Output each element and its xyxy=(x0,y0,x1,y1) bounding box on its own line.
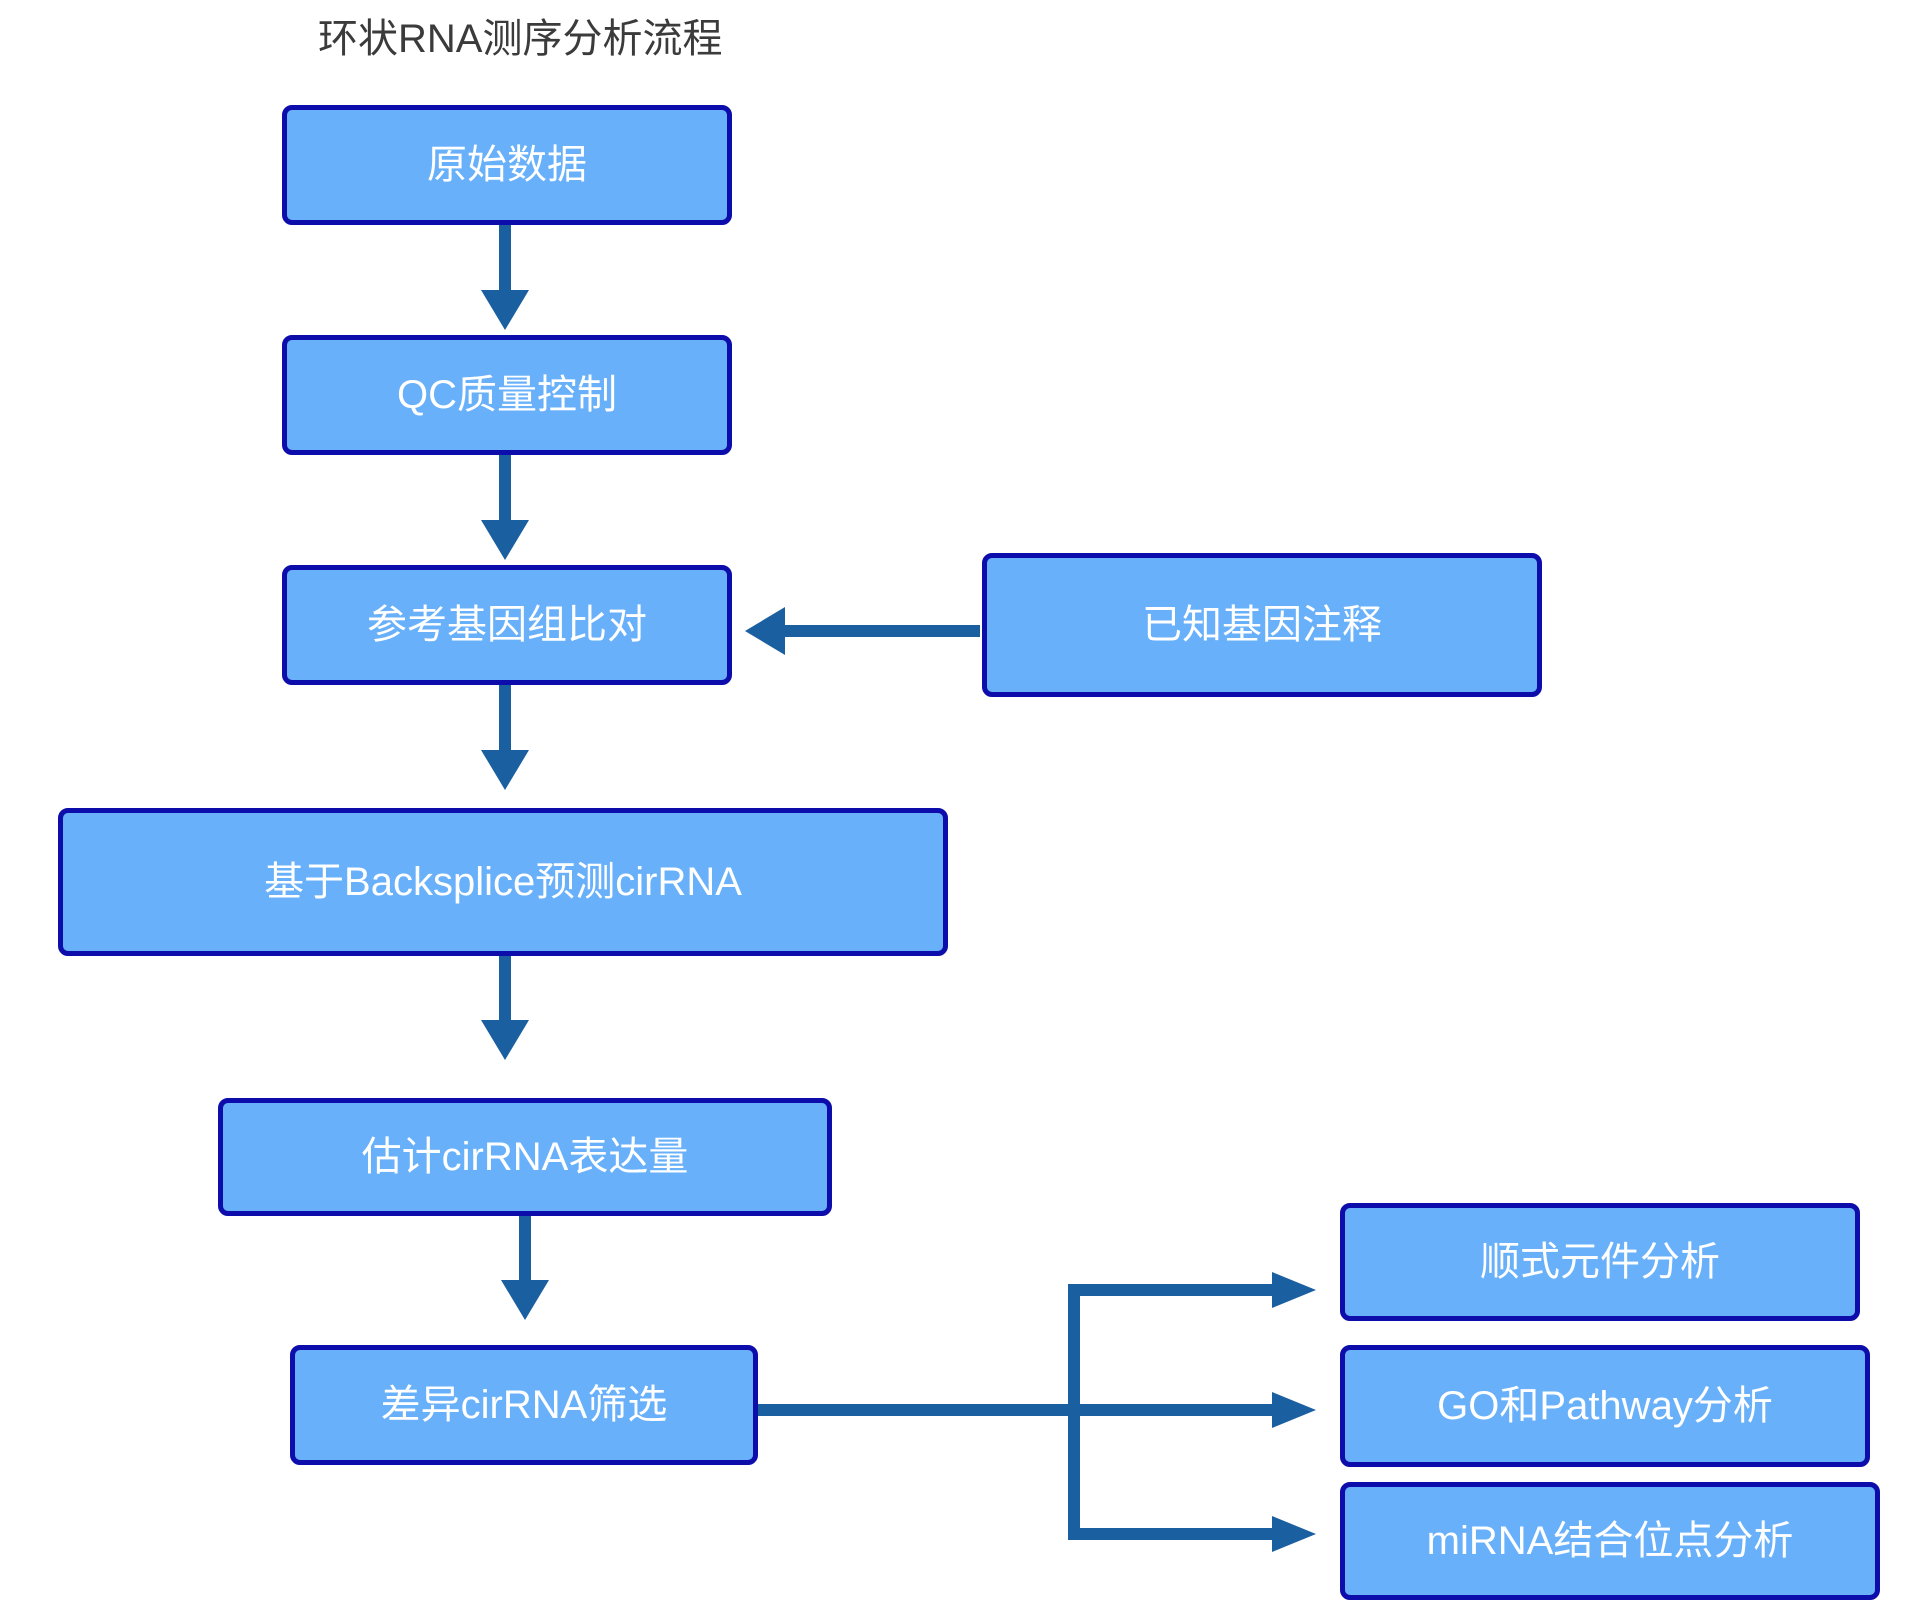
edge-branch-to-mirna-site xyxy=(1068,1516,1316,1552)
edge-branch-to-go-pathway xyxy=(1068,1392,1316,1428)
node-label: 基于Backsplice预测cirRNA xyxy=(264,860,742,904)
node-qc[interactable]: QC质量控制 xyxy=(282,335,732,455)
node-backsplice[interactable]: 基于Backsplice预测cirRNA xyxy=(58,808,948,956)
chart-title: 环状RNA测序分析流程 xyxy=(318,17,723,61)
edge-backsplice-to-expression xyxy=(481,955,529,1060)
node-raw-data[interactable]: 原始数据 xyxy=(282,105,732,225)
edge-known-gene-anno-to-genome-align xyxy=(745,607,980,655)
node-label: 差异cirRNA筛选 xyxy=(380,1383,668,1427)
node-go-pathway[interactable]: GO和Pathway分析 xyxy=(1340,1345,1870,1467)
node-label: QC质量控制 xyxy=(397,373,617,417)
node-label: 参考基因组比对 xyxy=(367,603,647,647)
node-genome-align[interactable]: 参考基因组比对 xyxy=(282,565,732,685)
node-label: miRNA结合位点分析 xyxy=(1426,1519,1794,1563)
edge-genome-align-to-backsplice xyxy=(481,685,529,790)
node-label: 原始数据 xyxy=(427,143,587,187)
node-mirna-site[interactable]: miRNA结合位点分析 xyxy=(1340,1482,1880,1600)
node-label: 估计cirRNA表达量 xyxy=(361,1135,689,1179)
node-label: GO和Pathway分析 xyxy=(1437,1384,1773,1428)
edge-expression-to-diff-screen xyxy=(501,1215,549,1320)
node-known-gene-anno[interactable]: 已知基因注释 xyxy=(982,553,1542,697)
edge-qc-to-genome-align xyxy=(481,455,529,560)
edge-raw-data-to-qc xyxy=(481,225,529,330)
node-expression[interactable]: 估计cirRNA表达量 xyxy=(218,1098,832,1216)
node-label: 已知基因注释 xyxy=(1142,603,1382,647)
node-cis-element[interactable]: 顺式元件分析 xyxy=(1340,1203,1860,1321)
node-diff-screen[interactable]: 差异cirRNA筛选 xyxy=(290,1345,758,1465)
edge-branch-to-cis-element xyxy=(1068,1272,1316,1308)
edge-diff-screen-to-branch-trunk xyxy=(755,1290,1080,1540)
node-label: 顺式元件分析 xyxy=(1480,1240,1720,1284)
